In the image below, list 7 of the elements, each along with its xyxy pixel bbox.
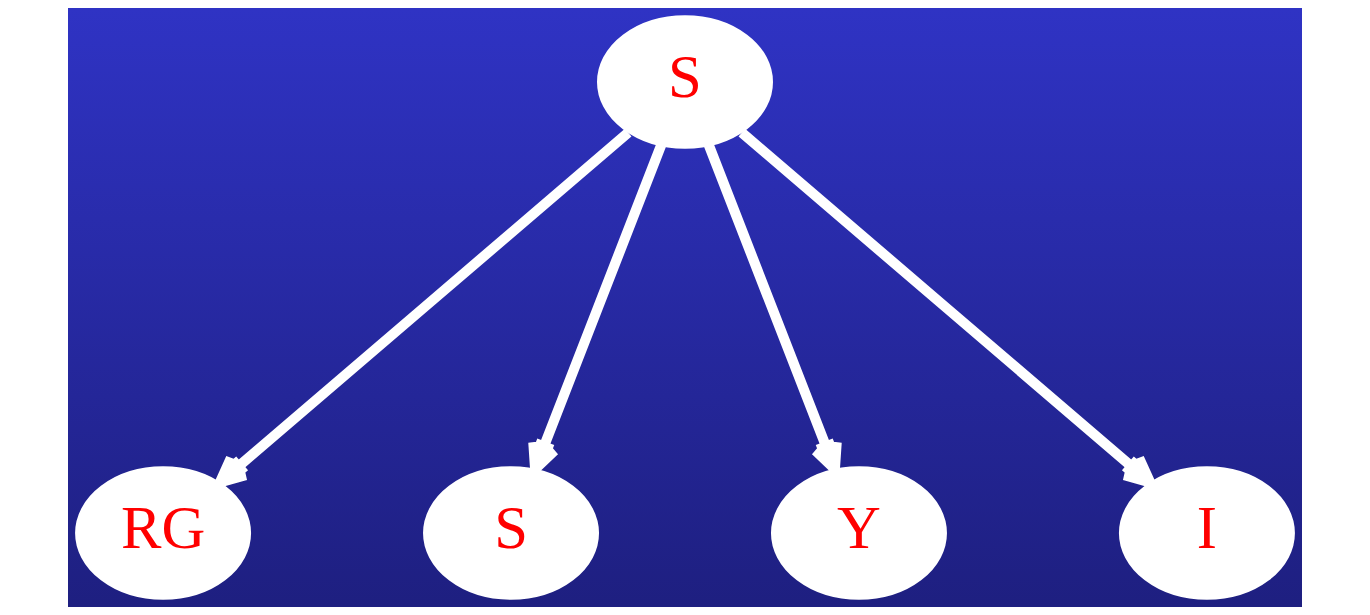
node-ellipse: S xyxy=(423,466,599,600)
node-ellipse: Y xyxy=(771,466,947,600)
arrow xyxy=(738,128,1156,488)
node-ellipse: I xyxy=(1118,466,1295,600)
node-ellipse: S xyxy=(597,15,773,149)
node-ellipse: RG xyxy=(75,466,252,600)
arrow xyxy=(214,128,632,488)
